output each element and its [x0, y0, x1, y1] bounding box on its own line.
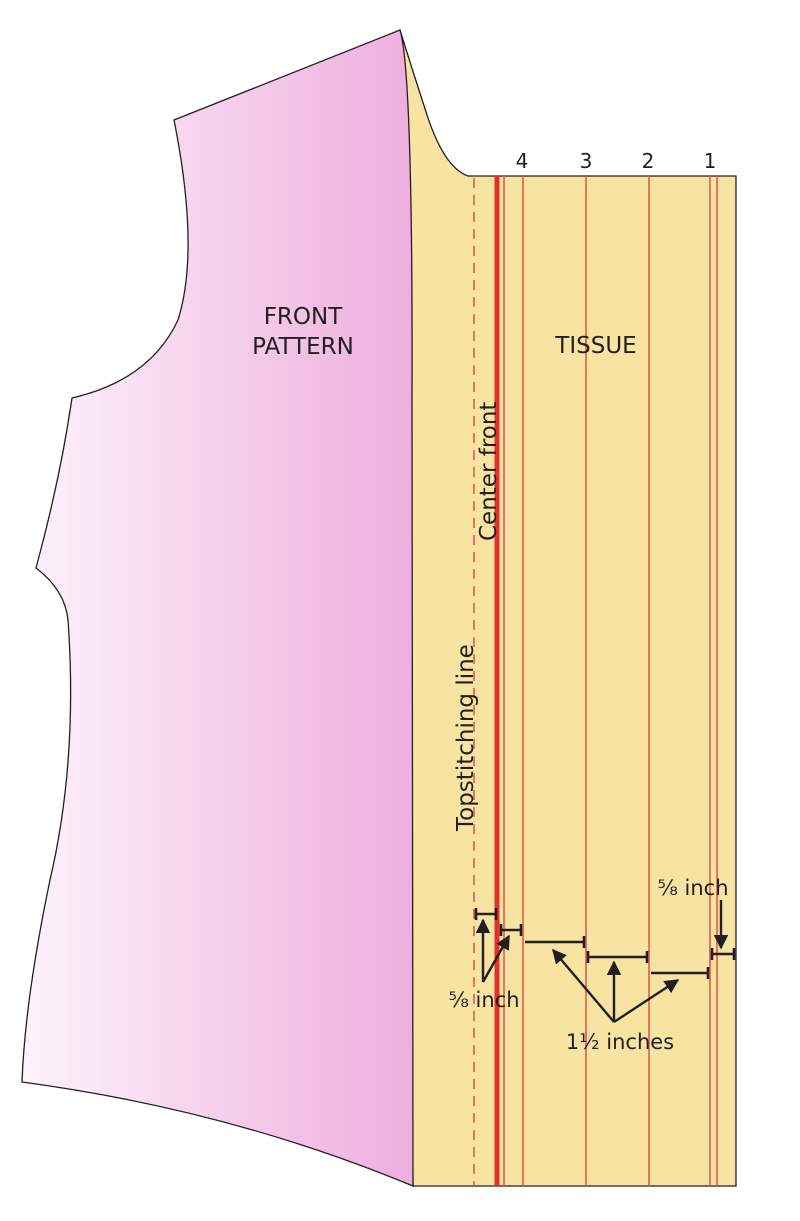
line-number-4: 4	[516, 149, 529, 173]
measurement-arrows	[475, 900, 729, 1024]
center-front-label: Center front	[476, 402, 502, 541]
line-number-1: 1	[704, 149, 717, 173]
line-number-3: 3	[580, 149, 593, 173]
bracket-topstitch	[474, 908, 498, 920]
front-pattern-label-line2: PATTERN	[252, 334, 354, 360]
arrow-left-b	[481, 934, 511, 983]
arrow-mid-a	[552, 948, 615, 1023]
measure-one-and-half: 1½ inches	[566, 1030, 674, 1054]
bracket-centerfront	[499, 924, 523, 936]
tissue-label: TISSUE	[554, 333, 636, 359]
tissue-panel	[399, 29, 737, 1187]
pleat-lines	[503, 176, 718, 1186]
measurement-brackets	[474, 908, 736, 979]
line-number-2: 2	[642, 149, 655, 173]
topstitching-label: Topstitching line	[453, 644, 479, 832]
arrow-mid-c	[613, 978, 680, 1024]
bracket-pleat-2-1	[651, 967, 710, 979]
bracket-pleat-4-3	[525, 936, 586, 948]
measure-five-eighths-right: ⁵⁄₈ inch	[657, 876, 728, 900]
front-pattern-label-line1: FRONT	[264, 304, 344, 330]
measure-five-eighths-left: ⁵⁄₈ inch	[448, 988, 519, 1012]
bracket-right	[710, 948, 736, 960]
bracket-pleat-3-2	[586, 951, 649, 963]
front-pattern-piece	[21, 29, 414, 1187]
